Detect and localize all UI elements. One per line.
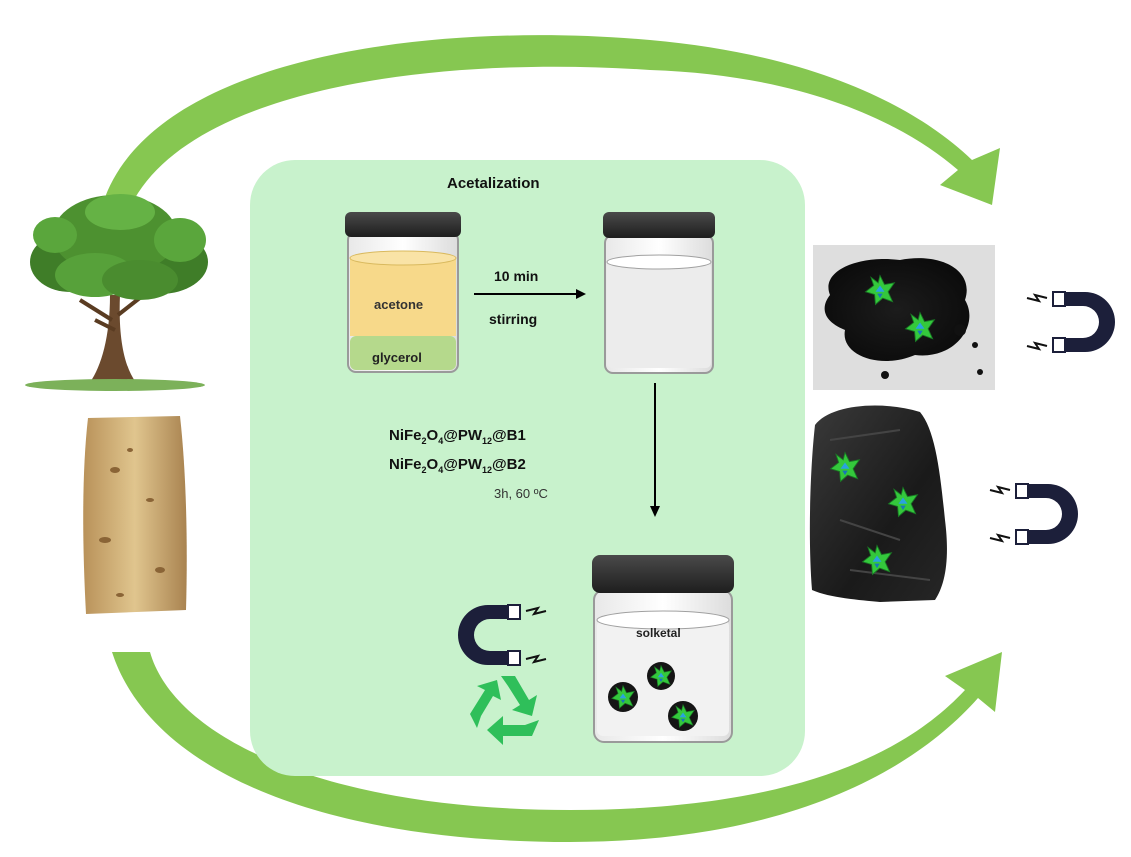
action-label: stirring [489, 311, 538, 327]
biochar-piece-image [809, 405, 947, 602]
horizontal-arrow-head [576, 289, 586, 299]
top-cycle-arrow [103, 35, 1000, 212]
catalyst-b2-label: NiFe2O4@PW12@B2 [389, 456, 526, 475]
recycle-icon [470, 676, 539, 745]
cork-icon [83, 416, 187, 614]
biochar-powder-image [813, 245, 995, 390]
jar-solketal [592, 555, 734, 743]
magnet-icon-box [457, 604, 547, 666]
magnet-icon-right-top [1026, 291, 1116, 353]
glycerol-label: glycerol [372, 350, 422, 365]
jar-mixed [603, 212, 715, 374]
reaction-conditions: 3h, 60 ºC [494, 486, 548, 501]
process-title: Acetalization [447, 175, 540, 192]
jar-acetone-glycerol [345, 212, 461, 373]
solketal-label: solketal [636, 626, 681, 640]
time-label: 10 min [494, 268, 539, 284]
bottom-cycle-arrow [112, 652, 1002, 842]
tree-icon [25, 194, 208, 391]
vertical-arrow-head [650, 506, 660, 517]
catalyst-b1-label: NiFe2O4@PW12@B1 [389, 427, 526, 446]
acetone-label: acetone [374, 297, 424, 312]
magnet-icon-right-bottom [989, 483, 1079, 545]
